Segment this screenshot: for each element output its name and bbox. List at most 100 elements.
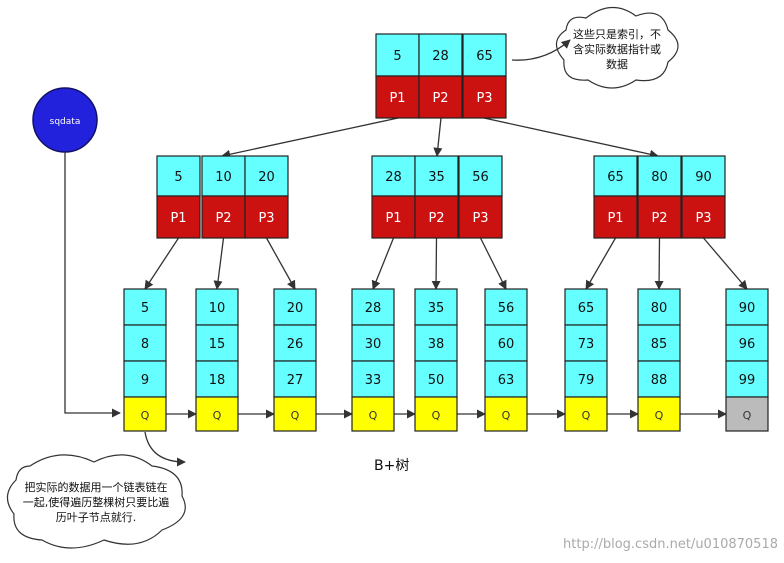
internal-2-key-2-cell [681,155,726,197]
edge-internal-2-leaf-8 [703,237,748,290]
leaf-5-link-cell [484,396,528,432]
leaf-0-key-0-label: 5 [141,301,149,316]
internal-0-pointer-1-cell [201,195,246,239]
internal-0-key-2-label: 20 [258,170,275,185]
start-pointer-line [64,152,121,418]
internal-1-pointer-1-label: P2 [428,211,444,226]
linked-list-note-line-3: 历叶子节点就行. [56,510,137,524]
leaf-8-key-1-label: 96 [739,337,756,352]
start-pointer: sqdata [32,87,121,418]
leaf-1-key-0-label: 10 [209,301,226,316]
leaf-2-key-0-cell [273,288,317,326]
internal-2-key-1-label: 80 [651,170,668,185]
leaf-8-link-label: Q [743,409,752,422]
leaf-7-key-0-cell [637,288,681,326]
leaf-7-key-2-label: 88 [651,373,668,388]
leaf-7-key-0-label: 80 [651,301,668,316]
leaf-7-link-cell [637,396,681,432]
linked-list-note-line-2: 一起,使得遍历整棵树只要比遍 [23,495,170,509]
root-pointer-0-cell [375,75,420,119]
leaf-4-key-0-cell [414,288,458,326]
root-key-0-cell [375,33,420,77]
edge-root-internal-2 [483,117,659,159]
leaf-5-key-0-cell [484,288,528,326]
internal-2-pointer-0-label: P1 [607,211,623,226]
root-key-1-label: 28 [432,49,449,64]
leaf-0-link-cell [123,396,167,432]
leaf-4-key-1-label: 38 [428,337,445,352]
internal-2-pointer-2-label: P3 [695,211,711,226]
leaf-0-key-0-cell [123,288,167,326]
internal-2-key-1-cell [637,155,682,197]
linked-list-note-line-1: 把实际的数据用一个链表链在 [25,480,168,494]
leaf-0-link-label: Q [141,409,150,422]
leaf-8-link-cell [725,396,769,432]
leaf-3-link-cell [351,396,395,432]
leaf-1-link-label: Q [213,409,222,422]
internal-1-key-2-label: 56 [472,170,489,185]
linked-list-note-cloud: 把实际的数据用一个链表链在 一起,使得遍历整棵树只要比遍 历叶子节点就行. [6,431,186,549]
root-key-2-cell [462,33,507,77]
internal-2-pointer-1-cell [637,195,682,239]
root-key-1-cell [418,33,463,77]
leaf-4-link-label: Q [432,409,441,422]
leaf-8-key-2-cell [725,360,769,398]
internal-0-pointer-2-cell [244,195,289,239]
leaf-5-link-label: Q [502,409,511,422]
internal-0-key-2-cell [244,155,289,197]
leaf-2-key-1-label: 26 [287,337,304,352]
leaf-8-key-2-label: 99 [739,373,756,388]
edge-root-internal-0 [221,117,399,159]
leaf-6-key-0-cell [564,288,608,326]
diagram-caption: B+树 [374,458,409,474]
leaf-7-key-1-cell [637,324,681,362]
leaf-5-key-1-label: 60 [498,337,515,352]
internal-0-pointer-0-label: P1 [170,211,186,226]
internal-1-key-1-label: 35 [428,170,445,185]
internal-2-pointer-0-cell [593,195,638,239]
root-pointer-2-label: P3 [476,91,492,106]
internal-0-pointer-1-label: P2 [215,211,231,226]
internal-2-key-0-cell [593,155,638,197]
internal-1-pointer-2-cell [458,195,503,239]
index-note-cloud: 这些只是索引，不 含实际数据指针或 数据 [511,6,679,89]
edge-internal-1-leaf-4 [431,237,441,290]
leaf-6-key-2-cell [564,360,608,398]
root-key-0-label: 5 [393,49,401,64]
leaf-0-key-2-label: 9 [141,373,149,388]
leaf-3-key-0-label: 28 [365,301,382,316]
internal-1-pointer-0-label: P1 [385,211,401,226]
root-pointer-0-label: P1 [389,91,405,106]
leaf-3-link-label: Q [369,409,378,422]
leaf-5-key-0-label: 56 [498,301,515,316]
leaf-6-key-1-cell [564,324,608,362]
leaf-2-key-2-label: 27 [287,373,304,388]
leaf-3-key-1-label: 30 [365,337,382,352]
edge-internal-1-leaf-5 [479,237,507,290]
internal-0-key-0-cell [156,155,201,197]
root-pointer-1-label: P2 [432,91,448,106]
leaf-4-link-cell [414,396,458,432]
edge-internal-1-leaf-3 [371,237,395,290]
leaf-7-key-2-cell [637,360,681,398]
internal-0-key-0-label: 5 [174,170,182,185]
leaf-2-key-0-label: 20 [287,301,304,316]
internal-0-pointer-2-label: P3 [258,211,274,226]
leaf-1-link-cell [195,396,239,432]
edge-internal-2-leaf-7 [654,237,664,290]
root-pointer-2-cell [462,75,507,119]
internal-0-key-1-label: 10 [215,170,232,185]
linked-list-note-arrow [144,431,186,467]
leaf-6-key-2-label: 79 [578,373,595,388]
leaf-5-key-2-label: 63 [498,373,515,388]
leaf-3-key-2-cell [351,360,395,398]
index-note-line-3: 数据 [606,57,628,71]
leaf-8-key-0-cell [725,288,769,326]
internal-2-pointer-1-label: P2 [651,211,667,226]
index-note-line-1: 这些只是索引，不 [573,27,661,41]
leaf-4-key-1-cell [414,324,458,362]
root-key-2-label: 65 [476,49,493,64]
internal-2-pointer-2-cell [681,195,726,239]
